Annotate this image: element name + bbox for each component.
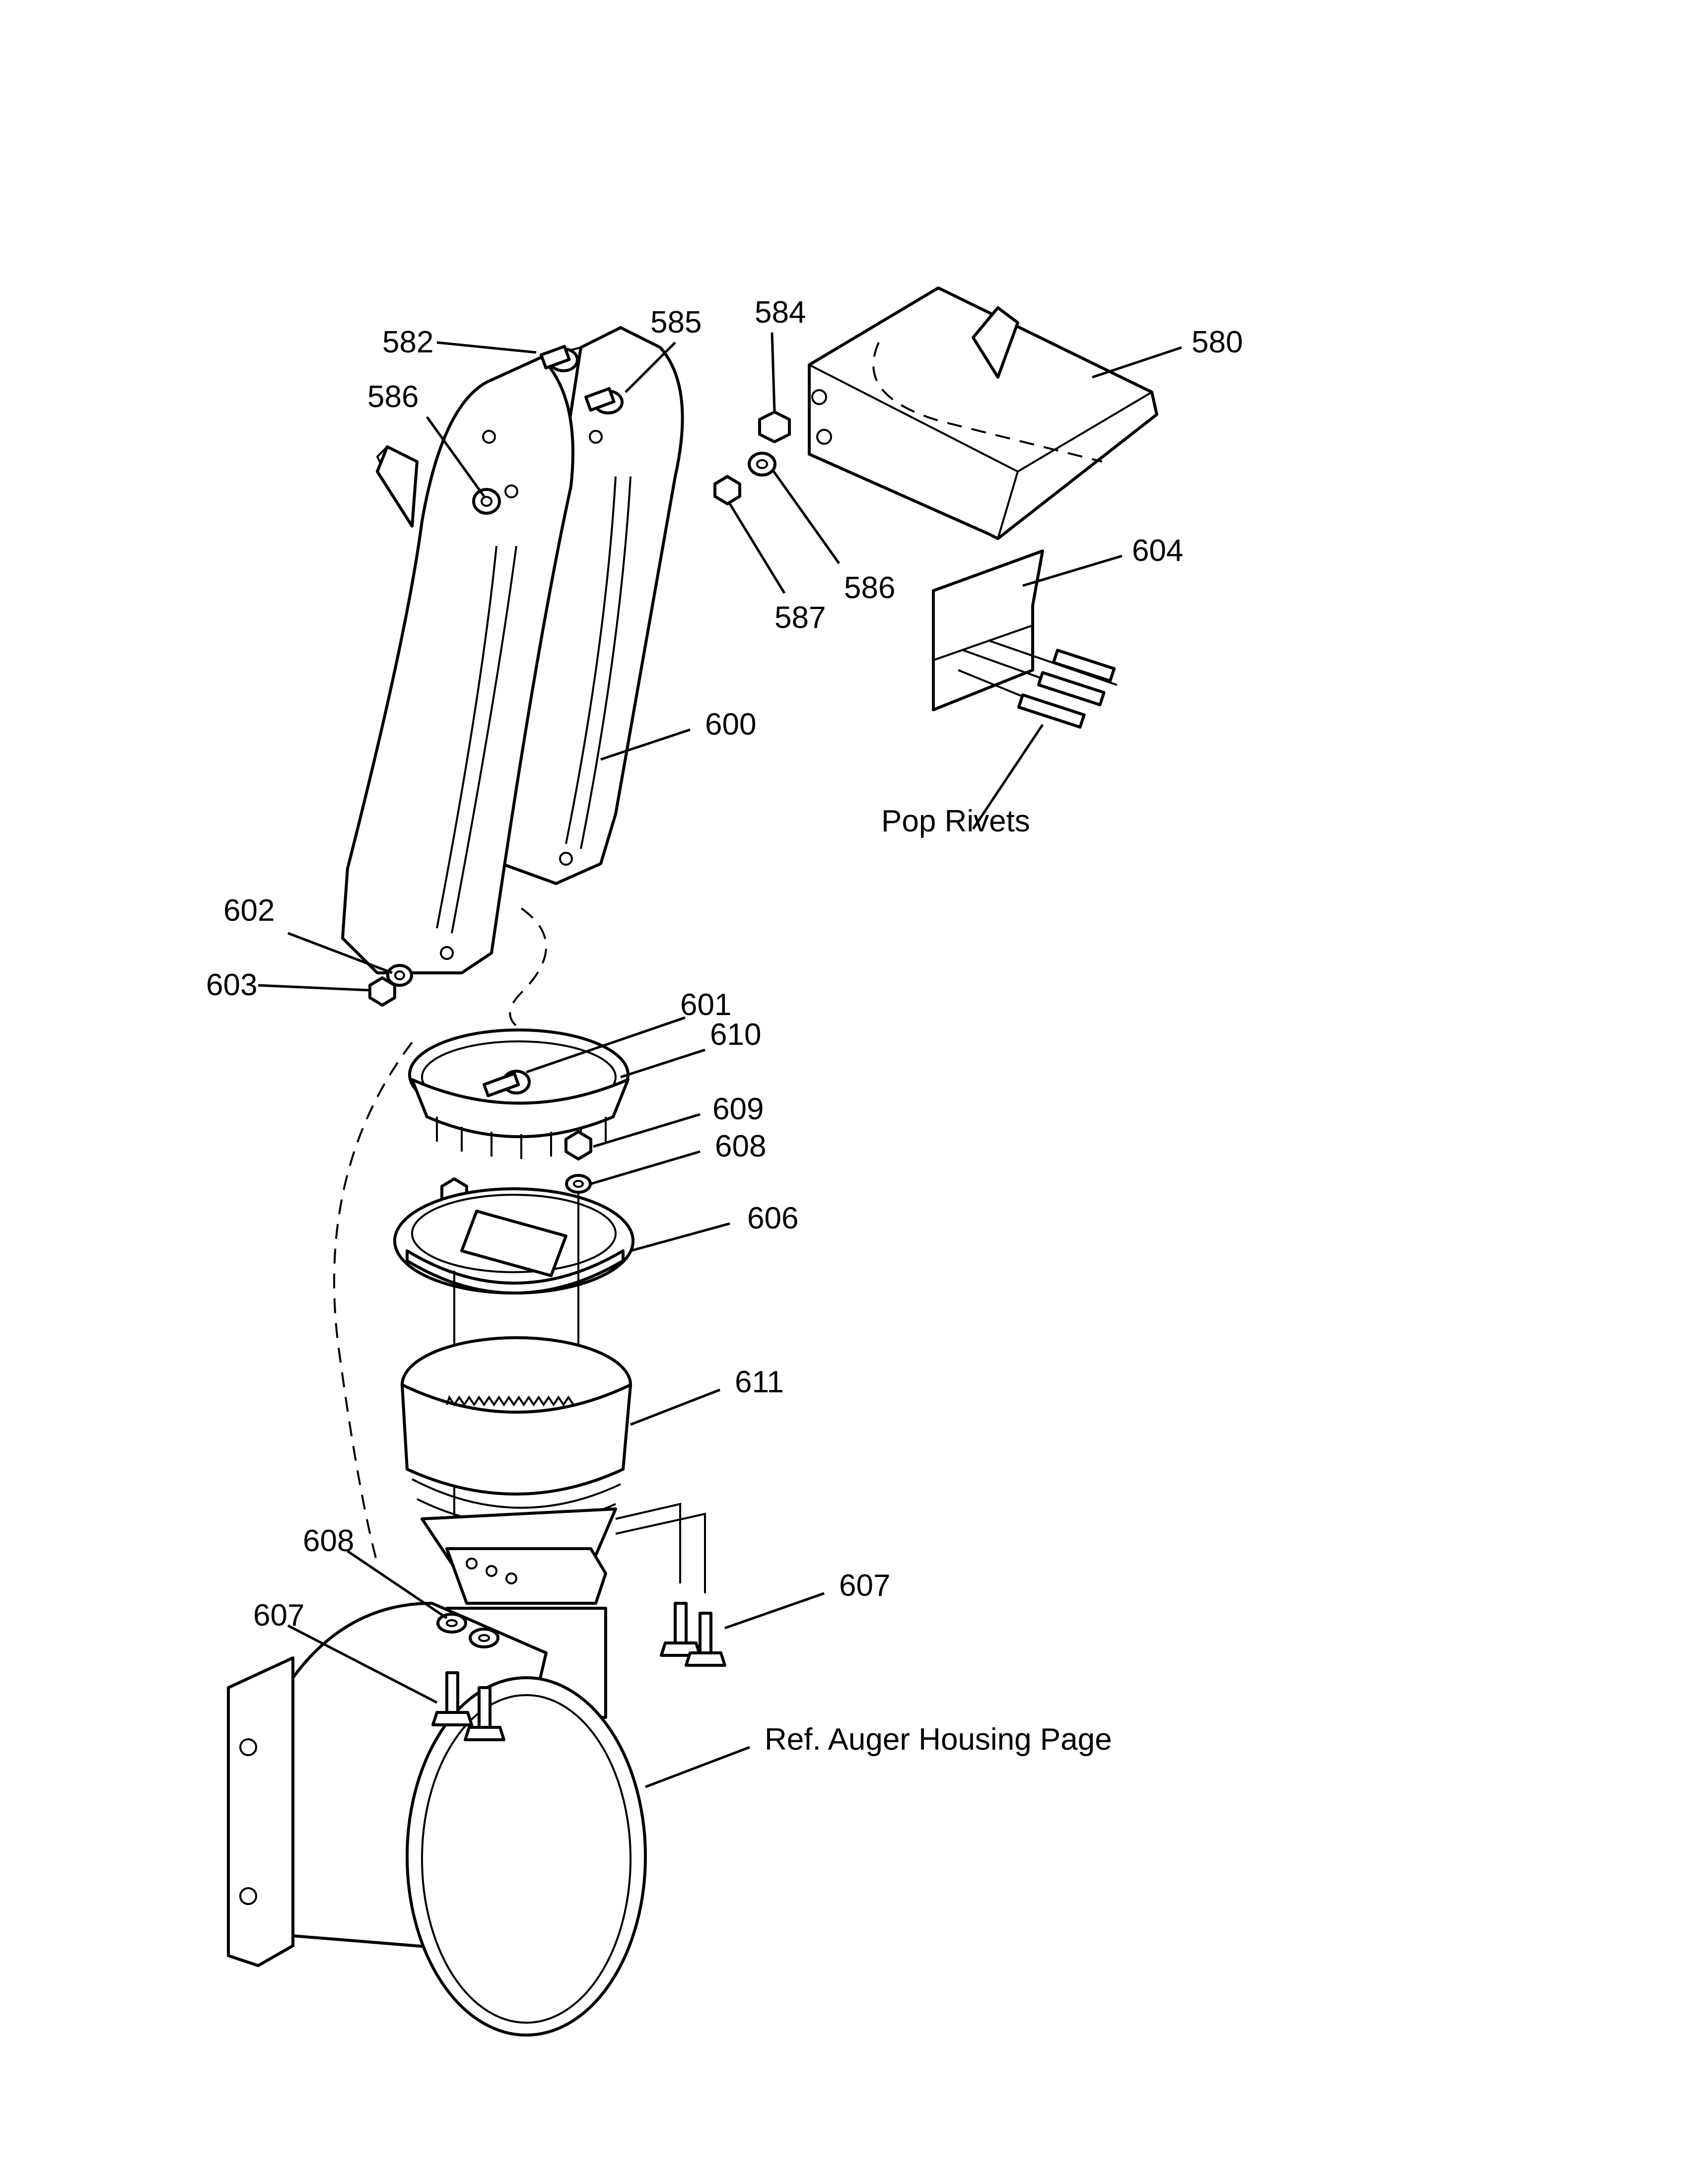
label-608-lower: 608: [303, 1524, 354, 1558]
bolt-607-lower-b: [464, 1686, 505, 1741]
part-labels: 580 582 584 585 586 586 587 600 601 602 …: [206, 295, 1243, 1757]
label-611: 611: [735, 1365, 784, 1399]
bolt-607-lower-a: [431, 1671, 473, 1726]
nut-587: [713, 475, 741, 505]
bolt-607-right-a: [660, 1602, 702, 1657]
plate-606: [393, 1187, 634, 1295]
bolt-582: [540, 344, 579, 372]
bolt-guide-lines: [615, 1502, 706, 1593]
washer-586-left: [472, 488, 501, 515]
label-607-lower: 607: [253, 1598, 304, 1633]
nut-584: [758, 410, 791, 443]
label-604: 604: [1132, 534, 1183, 568]
label-ref-auger-housing: Ref. Auger Housing Page: [765, 1722, 1112, 1757]
label-582: 582: [382, 325, 433, 359]
auger-housing-ref: [227, 1602, 647, 2037]
label-587: 587: [774, 601, 826, 635]
washer-608-lower-a: [436, 1613, 467, 1634]
nut-603: [368, 976, 396, 1007]
label-pop-rivets: Pop Rivets: [881, 804, 1030, 838]
rotation-path: [333, 1041, 413, 1564]
bolt-585: [584, 387, 624, 414]
washer-586-right: [748, 452, 776, 477]
washer-602: [386, 964, 413, 987]
nut-609: [564, 1130, 592, 1160]
label-606: 606: [747, 1201, 798, 1235]
label-602: 602: [223, 893, 275, 928]
pop-rivets: [958, 639, 1118, 729]
label-609: 609: [712, 1092, 764, 1126]
label-601: 601: [680, 988, 731, 1022]
label-586-left: 586: [367, 380, 419, 414]
label-580: 580: [1192, 325, 1243, 359]
label-585: 585: [650, 305, 702, 340]
leader-lines: [258, 332, 1182, 1788]
chute-600: [341, 326, 684, 1033]
flap-604: [932, 549, 1044, 711]
label-584: 584: [755, 295, 806, 330]
label-610: 610: [710, 1018, 761, 1052]
base-bracket: [421, 1507, 617, 1605]
label-608-top: 608: [715, 1129, 766, 1163]
bolt-601: [483, 1070, 531, 1097]
label-600: 600: [705, 707, 756, 742]
label-607-right: 607: [839, 1569, 890, 1603]
washer-608-top: [565, 1174, 592, 1194]
label-586-right: 586: [844, 571, 895, 605]
washer-608-lower-b: [469, 1628, 499, 1648]
gear-ring-611: [401, 1336, 632, 1526]
bolt-607-right-b: [685, 1612, 726, 1667]
deflector-580: [808, 286, 1158, 540]
label-603: 603: [206, 968, 257, 1002]
